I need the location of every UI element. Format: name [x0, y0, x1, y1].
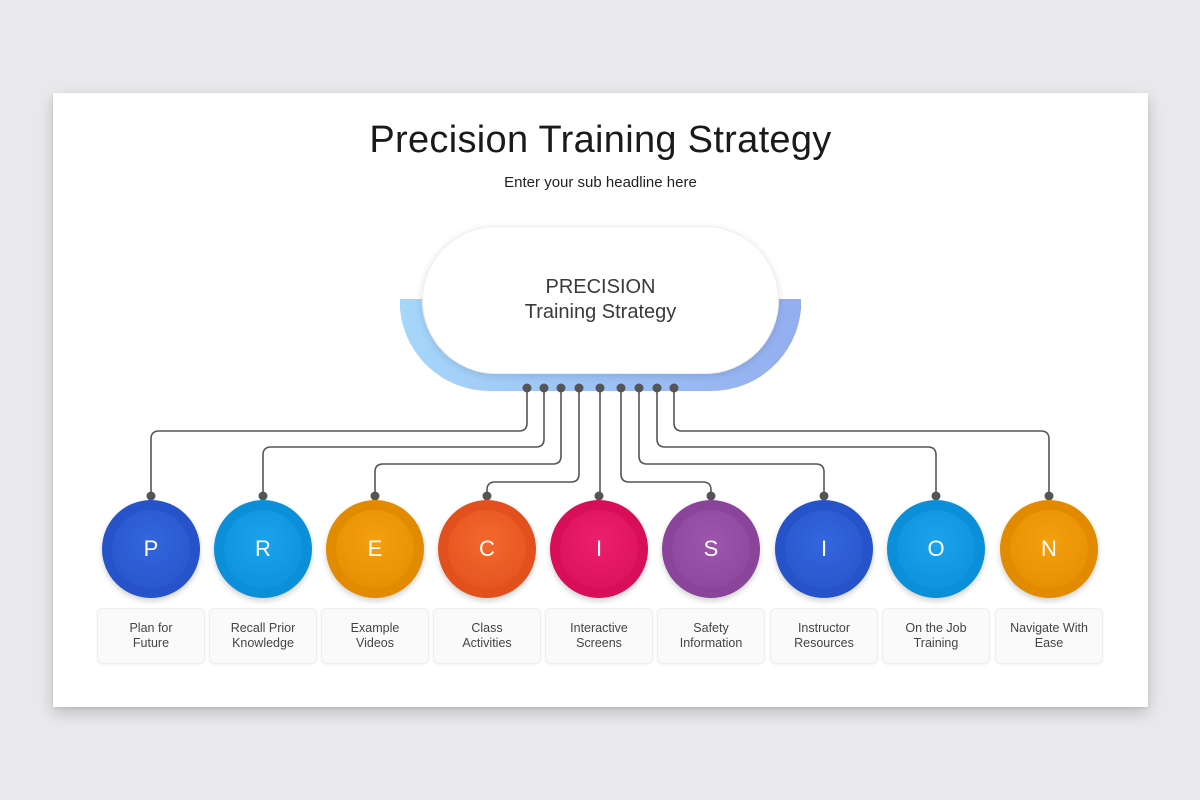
- letter-circle: S: [662, 500, 760, 598]
- connector-line: [262, 388, 545, 496]
- letter-circle: I: [550, 500, 648, 598]
- letter: O: [897, 510, 975, 588]
- letter: R: [224, 510, 302, 588]
- connector-line: [638, 388, 825, 496]
- hub-connector-dot: [522, 383, 532, 393]
- connector-line: [673, 388, 1050, 496]
- letter: P: [112, 510, 190, 588]
- hub-connector-dot: [616, 383, 626, 393]
- item-connector-dot: [706, 491, 716, 501]
- item-connector-dot: [931, 491, 941, 501]
- connector-line: [620, 388, 712, 496]
- item-connector-dot: [482, 491, 492, 501]
- letter-circle: O: [887, 500, 985, 598]
- connector-line: [150, 388, 528, 496]
- item-label: Navigate With Ease: [995, 608, 1103, 664]
- item-label: Recall Prior Knowledge: [209, 608, 317, 664]
- hub-connector-dot: [556, 383, 566, 393]
- slide-title: Precision Training Strategy: [369, 119, 832, 161]
- slide-subtitle: Enter your sub headline here: [504, 174, 697, 191]
- letter-circle: E: [326, 500, 424, 598]
- letter-circle: R: [214, 500, 312, 598]
- item-connector-dot: [258, 491, 268, 501]
- item-connector-dot: [819, 491, 829, 501]
- connector-line: [656, 388, 937, 496]
- hub-connector-dot: [595, 383, 605, 393]
- slide: Precision Training Strategy Enter your s…: [53, 93, 1148, 707]
- hub-connector-dot: [634, 383, 644, 393]
- item-label: Instructor Resources: [770, 608, 878, 664]
- connector-line: [374, 388, 562, 496]
- letter: S: [672, 510, 750, 588]
- letter: C: [448, 510, 526, 588]
- connector-line: [486, 388, 580, 496]
- letter-circle: I: [775, 500, 873, 598]
- letter: N: [1010, 510, 1088, 588]
- letter-circle: P: [102, 500, 200, 598]
- letter-circle: C: [438, 500, 536, 598]
- letter: I: [560, 510, 638, 588]
- connector-lines: [146, 383, 1054, 501]
- central-hub: PRECISION Training Strategy: [422, 226, 779, 374]
- letter: I: [785, 510, 863, 588]
- item-label: Plan for Future: [97, 608, 205, 664]
- letter: E: [336, 510, 414, 588]
- letter-circle: N: [1000, 500, 1098, 598]
- item-label: Class Activities: [433, 608, 541, 664]
- item-label: On the Job Training: [882, 608, 990, 664]
- item-connector-dot: [370, 491, 380, 501]
- item-label: Safety Information: [657, 608, 765, 664]
- hub-connector-dot: [652, 383, 662, 393]
- hub-connector-dot: [539, 383, 549, 393]
- item-label: Example Videos: [321, 608, 429, 664]
- hub-title: PRECISION: [545, 276, 656, 298]
- hub-connector-dot: [574, 383, 584, 393]
- hub-subtitle: Training Strategy: [524, 301, 677, 323]
- item-label: Interactive Screens: [545, 608, 653, 664]
- item-connector-dot: [1044, 491, 1054, 501]
- hub-connector-dot: [669, 383, 679, 393]
- item-connector-dot: [146, 491, 156, 501]
- item-connector-dot: [594, 491, 604, 501]
